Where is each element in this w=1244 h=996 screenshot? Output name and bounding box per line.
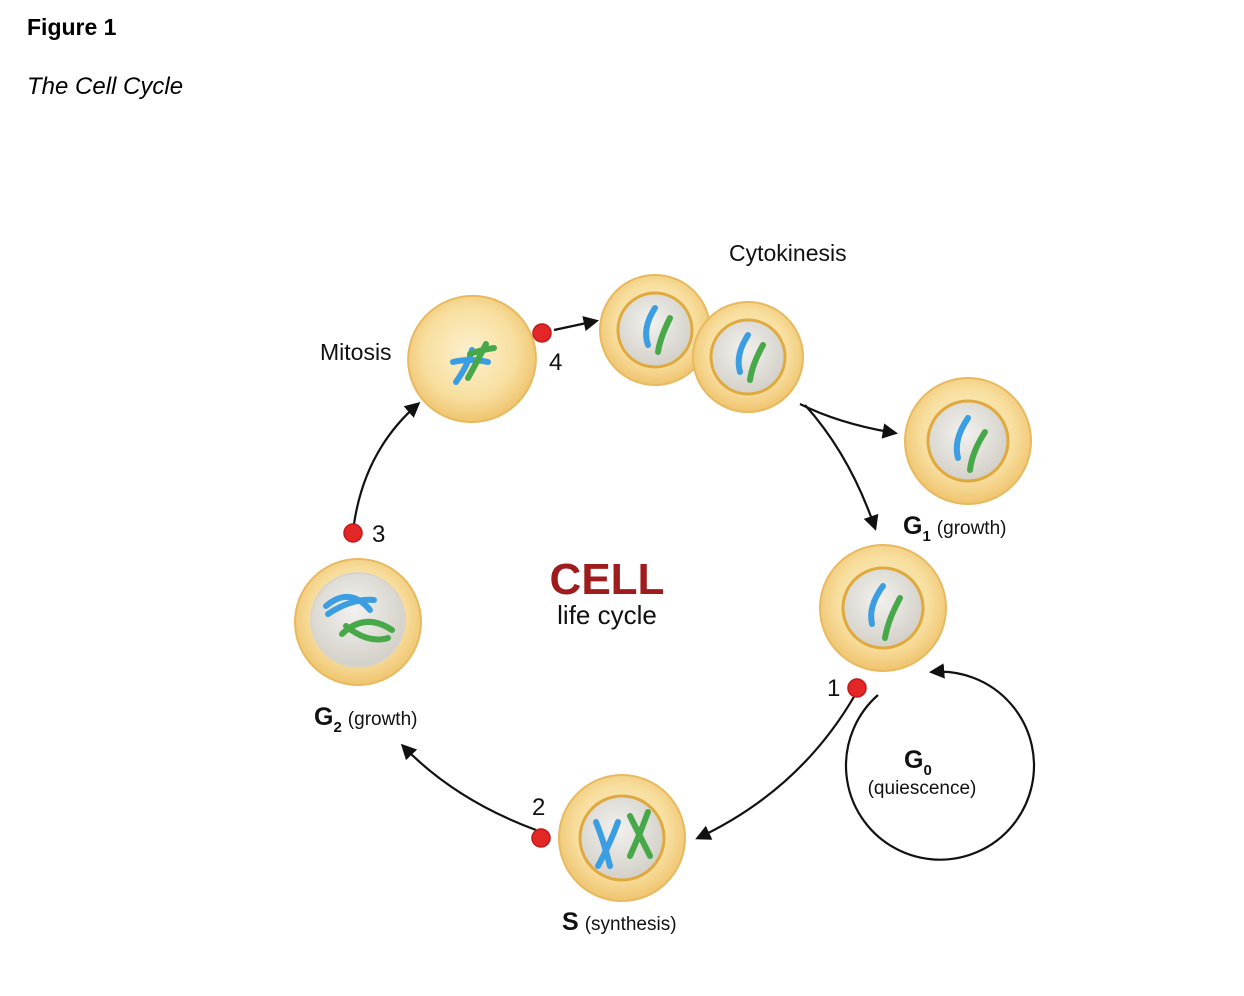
s-label: S (synthesis): [562, 908, 677, 936]
arrow-s-to-g2: [400, 743, 537, 832]
g1-letter: G: [903, 512, 922, 540]
g1-cell: [819, 544, 947, 672]
g2-cell: [294, 558, 422, 686]
g0-subscript: 0: [923, 762, 931, 779]
cytokinesis-cells: [599, 274, 804, 413]
checkpoint-2-dot: [531, 828, 551, 848]
g0-label: G0: [904, 746, 932, 779]
g2-description: (growth): [348, 709, 418, 730]
figure-title: The Cell Cycle: [27, 73, 184, 100]
checkpoint-3-dot: [343, 523, 363, 543]
mitosis-label: Mitosis: [320, 339, 392, 365]
g2-letter: G: [314, 703, 333, 731]
checkpoint-3-label: 3: [372, 521, 385, 548]
checkpoint-4-label: 4: [549, 349, 562, 376]
g2-label: G2 (growth): [314, 703, 417, 736]
checkpoints: 4 3 1 2: [343, 323, 867, 848]
arrow-cytokinesis-to-daughter: [799, 403, 899, 439]
arrow-mitosis-to-cytokinesis: [553, 316, 600, 332]
g1-label: G1 (growth): [903, 512, 1006, 545]
g2-subscript: 2: [333, 719, 341, 736]
g1-description: (growth): [937, 518, 1007, 539]
figure-label: Figure 1: [27, 14, 117, 40]
cycle-arrows: [352, 316, 1036, 861]
arrow-g1-to-s: [695, 694, 856, 840]
center-subtitle: life cycle: [557, 600, 657, 630]
checkpoint-2-label: 2: [532, 794, 545, 821]
mitosis-cell: [407, 294, 537, 424]
arrow-g2-to-mitosis: [352, 401, 421, 525]
s-cell: [558, 774, 686, 902]
cytokinesis-label: Cytokinesis: [729, 240, 847, 266]
s-letter: S: [562, 908, 579, 936]
g1-subscript: 1: [922, 528, 930, 545]
s-description: (synthesis): [585, 914, 677, 935]
arrow-g0-loop: [844, 663, 1036, 861]
checkpoint-1-label: 1: [827, 675, 840, 702]
arrow-cytokinesis-to-g1: [804, 404, 879, 531]
checkpoint-1-dot: [847, 678, 867, 698]
daughter-cell: [904, 377, 1032, 505]
center-title: CELL: [550, 555, 665, 604]
g0-letter: G: [904, 746, 923, 774]
g0-description: (quiescence): [868, 778, 977, 799]
checkpoint-4-dot: [532, 323, 552, 343]
